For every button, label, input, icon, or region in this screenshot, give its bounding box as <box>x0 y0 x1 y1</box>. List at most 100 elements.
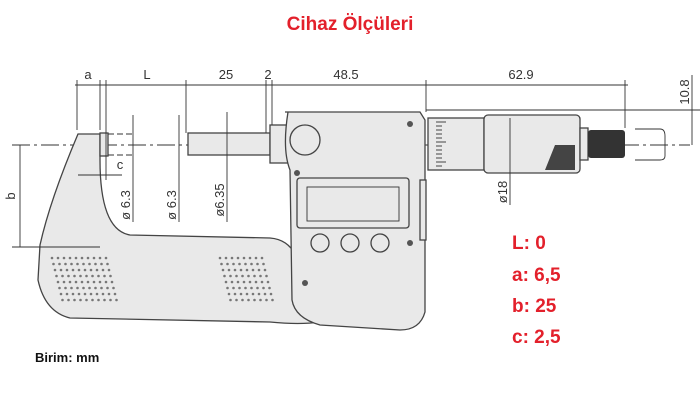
grip-dot <box>70 286 73 290</box>
grip-dot <box>256 286 259 290</box>
spindle <box>187 132 271 156</box>
dimension-lines <box>12 75 700 248</box>
grip-dot <box>101 268 105 272</box>
grip-dot <box>259 274 262 278</box>
grip-dot <box>68 256 72 260</box>
grip-dot <box>245 292 249 296</box>
grip-dot <box>235 298 238 302</box>
grip-dot <box>79 298 82 302</box>
grip-dot <box>227 292 231 296</box>
grip-dot <box>239 292 243 296</box>
grip-dot <box>92 280 96 284</box>
grip-dot <box>224 280 228 284</box>
grip-dot <box>71 268 75 272</box>
grip-dot <box>76 286 79 290</box>
grip-dot <box>76 262 79 266</box>
grip-dot <box>268 286 271 290</box>
micrometer-frame <box>37 133 323 325</box>
grip-dot <box>100 262 103 266</box>
grip-dot <box>251 268 255 272</box>
page-title: Cihaz Ölçüleri <box>286 14 414 35</box>
grip-dot <box>238 286 241 290</box>
grip-dot <box>70 262 73 266</box>
grip-dot <box>242 256 246 260</box>
grip-dot <box>266 280 270 284</box>
grip-dot <box>83 292 87 296</box>
grip-dot <box>50 256 54 260</box>
grip-dot <box>230 280 234 284</box>
grip-dot <box>235 274 238 278</box>
grip-dot <box>80 256 84 260</box>
grip-dot <box>256 262 259 266</box>
anvil <box>99 132 109 157</box>
grip-dot <box>56 256 60 260</box>
grip-dot <box>263 268 267 272</box>
spec-a: a: 6,5 <box>512 265 561 286</box>
grip-dot <box>250 262 253 266</box>
grip-dot <box>232 286 235 290</box>
grip-dot <box>236 280 240 284</box>
grip-dot <box>233 268 237 272</box>
grip-dot <box>248 256 252 260</box>
dim-b: b <box>3 192 18 199</box>
grip-dot <box>229 298 232 302</box>
grip-dot <box>245 268 249 272</box>
grip-dot <box>101 292 105 296</box>
grip-dot <box>223 274 226 278</box>
grip-dot <box>262 286 265 290</box>
grip-dot <box>61 274 64 278</box>
grip-dot <box>254 280 258 284</box>
grip-dot <box>67 274 70 278</box>
grip-dot <box>271 298 274 302</box>
grip-dot <box>265 298 268 302</box>
grip-dot <box>62 256 66 260</box>
grip-dot <box>64 286 67 290</box>
grip-dot <box>262 262 265 266</box>
grip-dot <box>58 286 61 290</box>
grip-dot <box>86 256 90 260</box>
grip-dot <box>82 286 85 290</box>
dim-48-5: 48.5 <box>333 67 358 82</box>
grip-dot <box>265 274 268 278</box>
sleeve <box>427 117 485 171</box>
grip-dot <box>97 274 100 278</box>
grip-dot <box>59 268 63 272</box>
grip-dot <box>238 262 241 266</box>
grip-dot <box>106 286 109 290</box>
grip-dot <box>80 280 84 284</box>
grip-dot <box>62 280 66 284</box>
dim-25: 25 <box>219 67 233 82</box>
grip-dot <box>227 268 231 272</box>
grip-dot <box>73 298 76 302</box>
grip-dot <box>229 274 232 278</box>
grip-dot <box>73 274 76 278</box>
grip-dot <box>224 256 228 260</box>
grip-dot <box>98 256 102 260</box>
spec-b: b: 25 <box>512 296 557 317</box>
grip-dot <box>77 268 81 272</box>
grip-dot <box>236 256 240 260</box>
grip-dot <box>61 298 64 302</box>
dim-a: a <box>84 67 92 82</box>
grip-dot <box>52 262 55 266</box>
grip-dot <box>58 262 61 266</box>
grip-dot <box>226 262 229 266</box>
grip-dot <box>83 268 87 272</box>
grip-dot <box>104 280 108 284</box>
grip-dot <box>263 292 267 296</box>
grip-dot <box>260 256 264 260</box>
grip-dot <box>230 256 234 260</box>
grip-dot <box>89 268 93 272</box>
dim-dia-thimble: ø18 <box>495 181 510 203</box>
grip-dot <box>67 298 70 302</box>
dim-dia-spindle-face: ø 6.3 <box>164 190 179 220</box>
ratchet <box>588 130 625 158</box>
grip-dot <box>247 298 250 302</box>
grip-dot <box>109 274 112 278</box>
grip-dot <box>65 292 69 296</box>
grip-dot <box>242 280 246 284</box>
grip-dot <box>91 274 94 278</box>
button-2 <box>340 233 360 253</box>
grip-dot <box>110 280 114 284</box>
grip-dot <box>107 292 111 296</box>
